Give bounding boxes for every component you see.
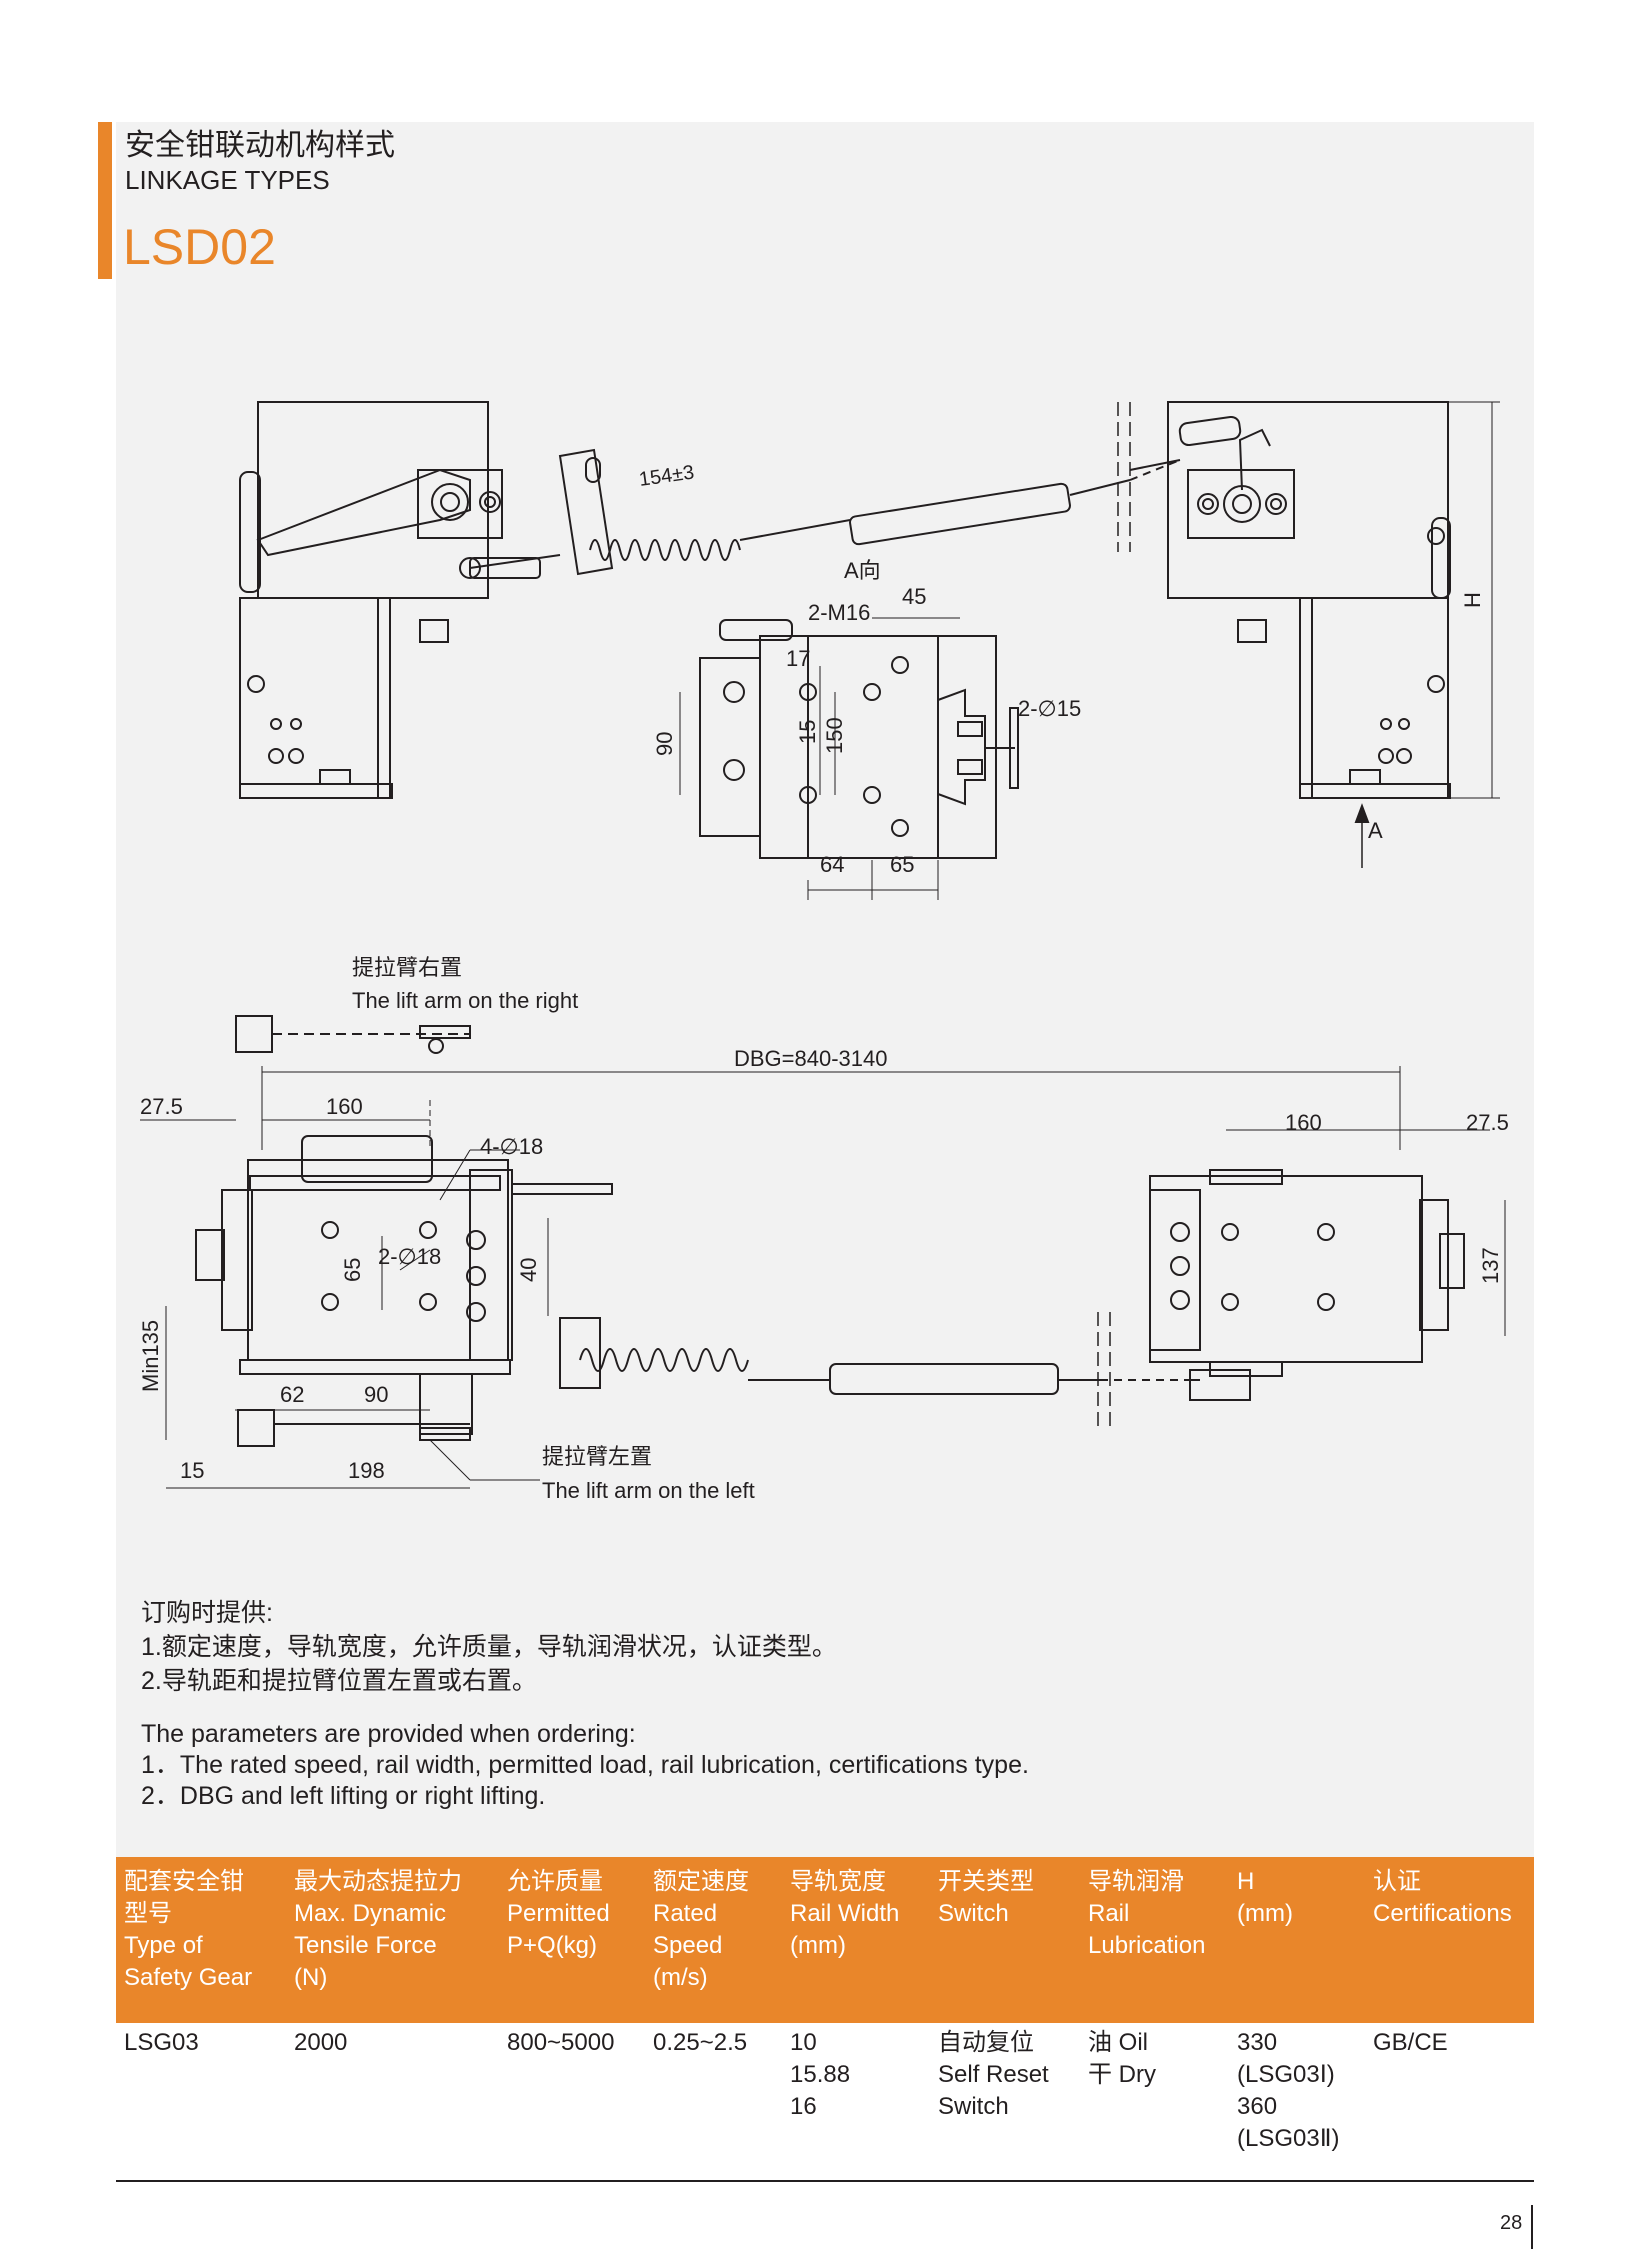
bottom-rule (116, 2180, 1534, 2182)
dim-65a: 65 (890, 852, 914, 877)
phi15-label: 2-∅15 (1018, 696, 1081, 721)
notes-en-heading: The parameters are provided when orderin… (141, 1720, 636, 1748)
top-right-unit (1129, 401, 1500, 868)
dim-27-5-right: 27.5 (1466, 1110, 1509, 1135)
dim-65b: 65 (340, 1258, 365, 1282)
cell-h: 330(LSG03Ⅰ)360(LSG03Ⅱ) (1237, 2029, 1340, 2152)
model-name: LSD02 (123, 219, 276, 275)
technical-drawing: 154±3 A向 2-M16 45 17 90 15 150 2-∅15 64 … (138, 401, 1509, 1503)
dim-40: 40 (516, 1258, 541, 1282)
dim-160-right: 160 (1285, 1110, 1322, 1135)
notes-cn-line2: 2.导轨距和提拉臂位置左置或右置。 (141, 1667, 537, 1695)
h-label: H (1460, 592, 1485, 608)
dim-160-left: 160 (326, 1094, 363, 1119)
dim-64: 64 (820, 852, 844, 877)
phi18-4-label: 4-∅18 (480, 1134, 543, 1159)
accent-bar (98, 122, 112, 279)
page-number: 28 (1500, 2212, 1523, 2234)
dim-15b: 15 (180, 1458, 204, 1483)
dim-15: 15 (795, 720, 820, 744)
cell-load: 800~5000 (507, 2029, 615, 2056)
notes-en-line1: 1．The rated speed, rail width, permitted… (141, 1751, 1029, 1779)
dim-154: 154±3 (638, 461, 696, 491)
bottom-right-unit (1149, 1129, 1506, 1401)
ordering-notes-en: The parameters are provided when orderin… (141, 1719, 1029, 1812)
header-h: H(mm) (1237, 1868, 1293, 1927)
lift-left-en: The lift arm on the left (542, 1478, 755, 1503)
content-panel (116, 122, 1534, 1860)
top-left-unit (239, 401, 1181, 799)
notes-cn-heading: 订购时提供: (141, 1599, 273, 1627)
page-number-divider (1531, 2205, 1533, 2249)
dim-17: 17 (786, 646, 810, 671)
section-title-cn: 安全钳联动机构样式 (125, 129, 395, 162)
dim-90b: 90 (364, 1382, 388, 1407)
notes-en-line2: 2．DBG and left lifting or right lifting. (141, 1782, 546, 1810)
cell-speed: 0.25~2.5 (653, 2029, 748, 2056)
dim-62: 62 (280, 1382, 304, 1407)
bottom-left-unit (140, 1015, 1401, 1489)
cell-certifications: GB/CE (1373, 2029, 1448, 2056)
ordering-notes-cn: 订购时提供: 1.额定速度，导轨宽度，允许质量，导轨润滑状况，认证类型。 2.导… (141, 1596, 837, 1698)
dim-198: 198 (348, 1458, 385, 1483)
dim-45: 45 (902, 584, 926, 609)
dbg-label: DBG=840-3140 (734, 1046, 888, 1071)
lift-right-en: The lift arm on the right (352, 988, 578, 1013)
cell-type: LSG03 (124, 2029, 199, 2056)
cell-force: 2000 (294, 2029, 348, 2056)
dim-137: 137 (1478, 1247, 1503, 1284)
a-view-unit (679, 617, 1019, 900)
section-title-en: LINKAGE TYPES (125, 165, 330, 195)
table-header-band (116, 1857, 1534, 2023)
notes-cn-line1: 1.额定速度，导轨宽度，允许质量，导轨润滑状况，认证类型。 (141, 1633, 837, 1661)
lift-left-cn: 提拉臂左置 (542, 1444, 652, 1469)
dim-27-5-left: 27.5 (140, 1094, 183, 1119)
dim-90: 90 (652, 732, 677, 756)
arrow-a-label: A (1368, 818, 1383, 843)
phi18-2-label: 2-∅18 (378, 1244, 441, 1269)
m16-label: 2-M16 (808, 600, 870, 625)
min135-label: Min135 (138, 1320, 163, 1392)
lift-right-cn: 提拉臂右置 (352, 955, 462, 980)
view-a-label: A向 (844, 558, 881, 583)
dim-150: 150 (822, 717, 847, 754)
